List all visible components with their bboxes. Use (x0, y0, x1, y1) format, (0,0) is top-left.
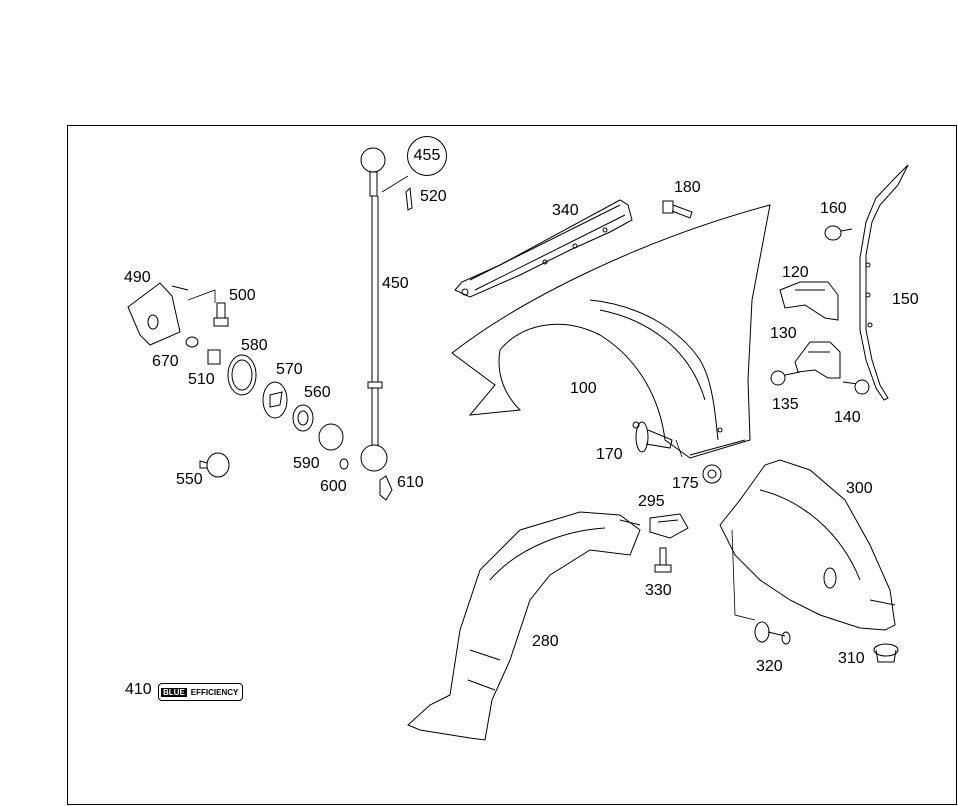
part-520-pin (405, 186, 413, 211)
label-135: 135 (772, 396, 799, 413)
diagram-frame (67, 125, 957, 805)
label-100: 100 (570, 380, 597, 397)
label-550: 550 (176, 471, 203, 488)
part-550-plug (199, 452, 230, 478)
label-280: 280 (532, 633, 559, 650)
part-450-rod (360, 147, 388, 472)
part-295-clip (649, 513, 689, 539)
label-140: 140 (834, 409, 861, 426)
label-570: 570 (276, 361, 303, 378)
part-150-trim (859, 164, 909, 401)
label-180: 180 (674, 179, 701, 196)
part-510-sleeve (207, 349, 221, 365)
label-330: 330 (645, 582, 672, 599)
part-130-bracket (794, 341, 841, 379)
part-670-washer (185, 336, 199, 348)
part-500-bolt (213, 302, 229, 327)
label-590: 590 (293, 455, 320, 472)
part-120-bracket (779, 281, 839, 321)
label-310: 310 (838, 650, 865, 667)
part-610-spring (379, 475, 393, 501)
label-340: 340 (552, 202, 579, 219)
part-590-oring (318, 423, 344, 451)
label-450: 450 (382, 275, 409, 292)
label-320: 320 (756, 658, 783, 675)
badge-blue-text: BLUE (161, 687, 187, 697)
label-560: 560 (304, 384, 331, 401)
label-295: 295 (638, 493, 665, 510)
label-170: 170 (596, 446, 623, 463)
part-410-badge: BLUE EFFICIENCY (158, 683, 244, 701)
part-560-bushing (292, 404, 314, 432)
part-170-stud (632, 421, 673, 453)
label-510: 510 (188, 371, 215, 388)
label-455: 455 (407, 136, 447, 176)
part-300-wheel-liner (719, 459, 896, 631)
part-570-plate (262, 381, 288, 419)
label-300: 300 (846, 480, 873, 497)
label-175: 175 (672, 475, 699, 492)
label-520: 520 (420, 188, 447, 205)
part-135-bolt (770, 370, 801, 386)
part-320-clip (754, 621, 791, 645)
leader-lines (187, 175, 756, 621)
part-175-nut (702, 464, 722, 484)
part-310-nut (873, 643, 899, 663)
label-670: 670 (152, 353, 179, 370)
label-150: 150 (892, 291, 919, 308)
part-280-wheel-liner (407, 511, 641, 741)
part-490-bracket (127, 282, 189, 346)
label-160: 160 (820, 200, 847, 217)
label-490: 490 (124, 269, 151, 286)
part-340-bracket (454, 199, 633, 298)
label-130: 130 (770, 325, 797, 342)
part-180-bolt (662, 200, 693, 219)
part-100-fender (451, 204, 771, 459)
label-580: 580 (241, 337, 268, 354)
part-140-bolt (842, 379, 870, 395)
part-600-washer (339, 458, 349, 470)
label-410: 410 (125, 681, 152, 698)
label-610: 610 (397, 474, 424, 491)
label-120: 120 (782, 264, 809, 281)
label-600: 600 (320, 478, 347, 495)
label-500: 500 (229, 287, 256, 304)
badge-efficiency-text: EFFICIENCY (190, 687, 239, 697)
part-330-screw (654, 547, 672, 573)
part-580-ring (227, 354, 257, 396)
part-160-clip (824, 225, 853, 241)
